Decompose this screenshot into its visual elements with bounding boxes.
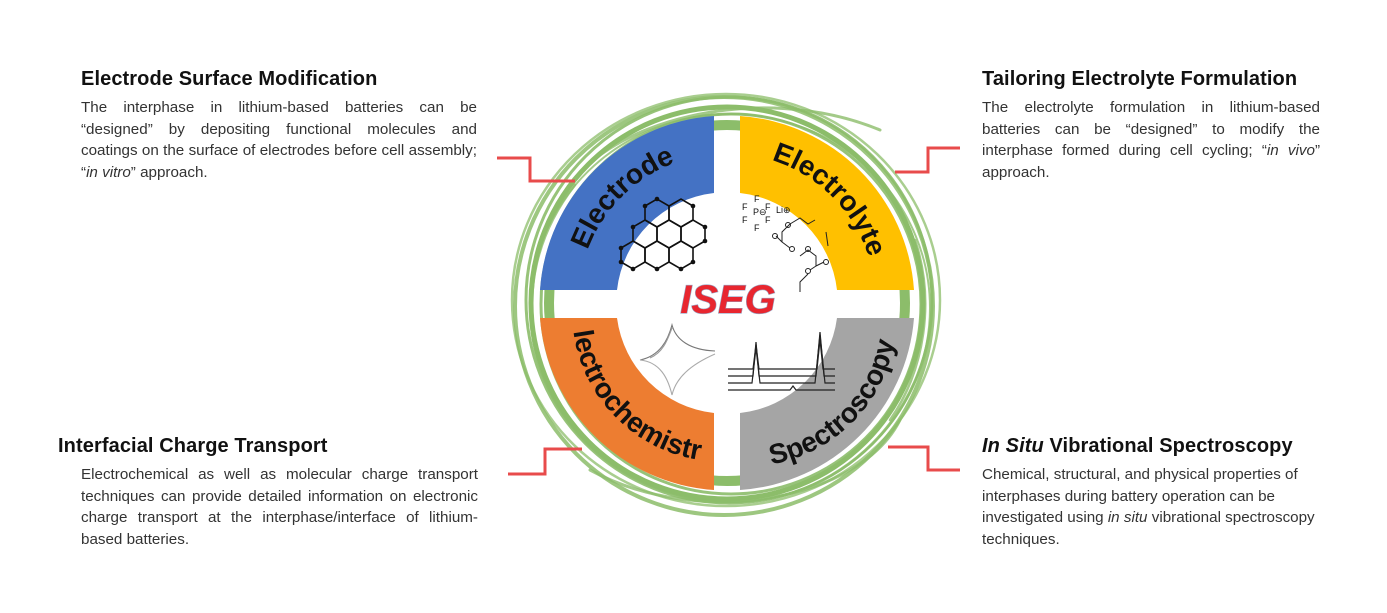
inner-green-band xyxy=(544,120,910,486)
atom xyxy=(642,203,648,209)
connector-bottom-left xyxy=(508,447,582,476)
panel-title: Electrode Surface Modification xyxy=(81,68,378,90)
in-situ-vibrational-spectroscopy-panel: In Situ Vibrational Spectroscopy Chemica… xyxy=(982,435,1320,550)
atom xyxy=(654,266,660,272)
cyclic-voltammogram-icon xyxy=(639,322,716,396)
ring-swoosh xyxy=(588,418,902,504)
fluorine-label: F xyxy=(754,194,760,204)
oxygen-atom xyxy=(785,222,791,228)
panel-title: In Situ Vibrational Spectroscopy xyxy=(982,435,1293,457)
connector-bottom-right xyxy=(888,445,960,472)
electrode-sector xyxy=(540,116,714,290)
atom xyxy=(630,266,636,272)
connector-top-right xyxy=(895,146,960,174)
atom xyxy=(618,245,624,251)
fluorine-label: F xyxy=(742,215,748,225)
panel-title: Interfacial Charge Transport xyxy=(58,435,328,457)
atom xyxy=(654,196,660,202)
atom xyxy=(690,203,696,209)
green-ring-strokes xyxy=(510,92,942,517)
connector-top-left xyxy=(497,156,575,183)
panel-body: The interphase in lithium-based batterie… xyxy=(81,99,477,181)
panel-body: Electrochemical as well as molecular cha… xyxy=(81,466,478,548)
ring-swoosh xyxy=(558,106,882,202)
lipf6-carbonate-molecule-icon: P⊖ F F F F F F Li⊕ xyxy=(742,194,829,292)
ring-stroke xyxy=(510,92,942,508)
oxygen-atom xyxy=(805,268,811,274)
fluorine-label: F xyxy=(754,223,760,233)
atom xyxy=(702,224,708,230)
interfacial-charge-transport-panel: Interfacial Charge Transport Electrochem… xyxy=(58,435,478,550)
fluorine-label: F xyxy=(765,215,771,225)
fluorine-label: F xyxy=(765,202,771,212)
fluorine-label: F xyxy=(742,202,748,212)
electrochemistry-sector xyxy=(540,318,714,490)
atom xyxy=(690,259,696,265)
atom xyxy=(630,224,636,230)
oxygen-atom xyxy=(789,246,795,252)
connectors xyxy=(497,146,960,476)
oxygen-atom xyxy=(772,233,778,239)
ring-swoosh xyxy=(530,183,577,362)
oxygen-atom xyxy=(823,259,829,265)
tailoring-electrolyte-formulation-panel: Tailoring Electrolyte Formulation The el… xyxy=(982,68,1320,183)
electrode-surface-modification-panel: Electrode Surface Modification The inter… xyxy=(81,68,477,183)
phosphorus-label: P⊖ xyxy=(753,207,767,217)
iseg-center-label: ISEG xyxy=(680,278,776,322)
ring-stroke xyxy=(513,95,935,517)
panel-body: The electrolyte formulation in lithium-b… xyxy=(982,99,1320,181)
graphene-atoms xyxy=(618,196,708,272)
lithium-ion-label: Li⊕ xyxy=(776,205,791,215)
electrolyte-sector xyxy=(740,116,914,290)
panel-title: Tailoring Electrolyte Formulation xyxy=(982,68,1298,90)
atom xyxy=(678,266,684,272)
atom xyxy=(702,238,708,244)
ring-swoosh xyxy=(888,238,927,422)
panel-body: Chemical, structural, and physical prope… xyxy=(982,466,1315,548)
atom xyxy=(618,259,624,265)
oxygen-atom xyxy=(805,246,811,252)
spectroscopy-sector xyxy=(740,318,914,490)
raman-spectra-icon xyxy=(728,331,835,391)
